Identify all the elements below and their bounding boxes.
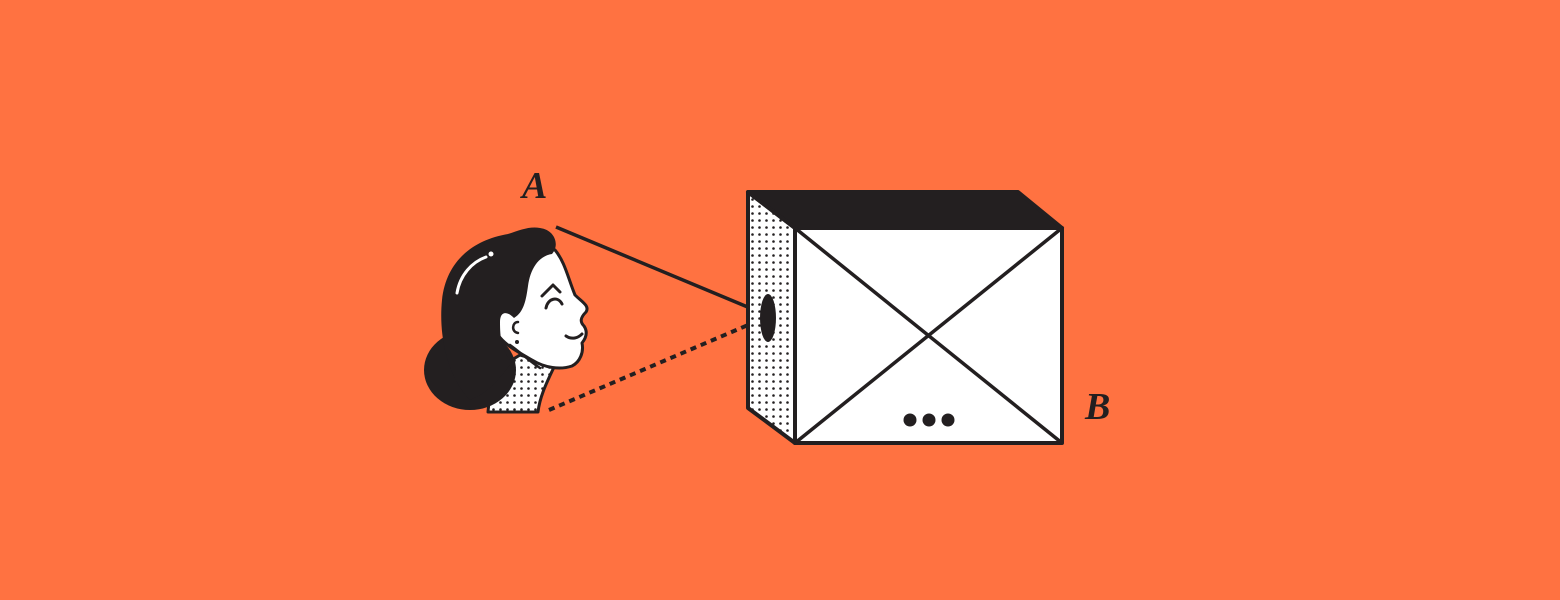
jaw-line <box>508 343 542 370</box>
line-of-sight-solid <box>555 225 763 315</box>
peephole <box>760 294 776 342</box>
box-top-face <box>746 190 1064 230</box>
hair-highlight-dot <box>488 251 494 257</box>
window-box-icon <box>746 190 1064 445</box>
ear <box>511 320 520 335</box>
person-head-icon <box>424 227 589 414</box>
hair <box>441 227 556 400</box>
line-of-sight-dotted <box>548 323 749 412</box>
ellipsis-icon <box>896 408 962 432</box>
mouth <box>564 332 584 340</box>
eye <box>544 297 564 310</box>
earring <box>515 340 519 344</box>
eyebrow <box>540 283 562 298</box>
label-b: B <box>1085 386 1111 428</box>
placeholder-x-line-2 <box>793 226 1064 445</box>
hair-highlight <box>455 255 488 295</box>
label-a: A <box>522 165 548 207</box>
